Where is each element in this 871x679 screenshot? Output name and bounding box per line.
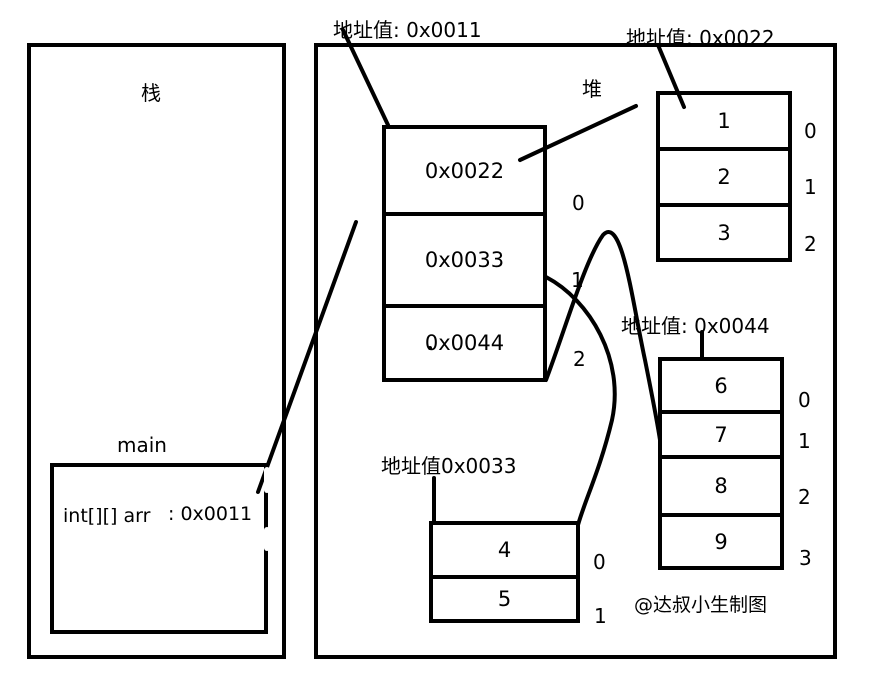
arr-0022-cell-1: 2 [660,151,788,207]
arr-0044-index-0: 0 [798,388,811,412]
heap-region [314,43,837,659]
heap-label: 堆 [582,77,602,101]
outer-index-0: 0 [572,191,585,215]
outer-array: 0x0022 0x0033 0x0044 [382,125,547,382]
arr-0044-address-label: 地址值: 0x0044 [621,314,770,338]
arr-0022-cell-2: 3 [717,220,731,245]
stack-label: 栈 [141,81,161,105]
outer-array-cell-0: 0x0022 [386,129,543,216]
arr-0022-index-0: 0 [804,119,817,143]
arr-0022-address-label: 地址值: 0x0022 [626,26,775,50]
watermark: @达叔小生制图 [634,594,768,616]
arr-0044-index-3: 3 [799,546,812,570]
arr-0022-cell-0: 1 [660,95,788,151]
cell0-to-arr-0022-line [518,104,638,162]
arr-0022-address-pointer [656,43,686,109]
outer-index-2: 2 [573,347,586,371]
arr-0022-index-1: 1 [804,175,817,199]
outer-array-cell-1: 0x0033 [386,216,543,308]
arr-0044-cell-2: 8 [662,459,780,517]
outer-address-pointer [341,28,390,127]
outer-array-address-label: 地址值: 0x0011 [333,18,482,42]
cell2-to-arr-0044-curve [544,230,662,442]
cell1-to-arr-0033-curve [544,275,617,527]
arr-0044: 6 7 8 9 [658,357,784,570]
arr-0033-index-1: 1 [594,604,607,628]
main-frame-label: main [117,433,167,457]
arr-0044-index-1: 1 [798,429,811,453]
arr-0044-cell-0: 6 [662,361,780,414]
stray-dot [428,346,432,350]
arr-0044-cell-3: 9 [714,529,728,554]
arr-0022: 1 2 3 [656,91,792,262]
arr-0033-cell-0: 4 [433,525,576,579]
stack-to-outer-line [256,220,358,494]
outer-array-cell-2: 0x0044 [424,331,505,355]
arr-0033-index-0: 0 [593,550,606,574]
arr-0044-cell-1: 7 [662,414,780,459]
arr-variable-value: : 0x0011 [168,503,253,525]
arr-0022-index-2: 2 [804,232,817,256]
arr-0033: 4 5 [429,521,580,623]
arr-0044-index-2: 2 [798,485,811,509]
arr-variable-name: int[][] arr [63,505,151,527]
arr-0033-address-label: 地址值0x0033 [381,454,517,478]
arr-0033-cell-1: 5 [497,587,512,611]
stack-region [27,43,286,659]
